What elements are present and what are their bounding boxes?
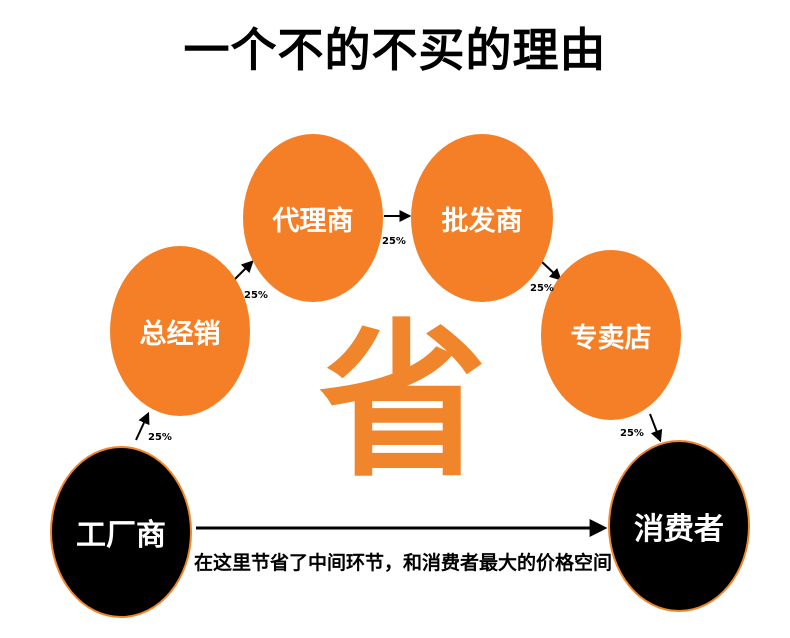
node-factory: 工厂商 [50,446,192,618]
arrow-store-to-consumer [649,413,663,443]
node-specialty-store-label: 专卖店 [570,322,652,354]
save-character: 省 [319,304,487,500]
node-factory-label: 工厂商 [76,518,166,553]
direct-channel-note: 在这里节省了中间环节，和消费者最大的价格空间 [194,552,613,574]
node-consumer: 消费者 [608,440,750,612]
markup-wholesaler-to-store: 25% [530,283,554,294]
node-consumer-label: 消费者 [634,512,724,547]
page-title: 一个不的不买的理由 [183,23,607,77]
node-wholesaler: 批发商 [411,134,553,302]
markup-agent-to-wholesaler: 25% [382,236,406,247]
node-wholesaler-label: 批发商 [441,205,523,237]
markup-general-to-agent: 25% [244,290,268,301]
node-specialty-store: 专卖店 [541,250,681,420]
markup-store-to-consumer: 25% [620,428,644,439]
node-general-distributor-label: 总经销 [139,318,221,350]
arrow-factory-to-general [135,411,150,441]
arrow-wholesaler-to-store [541,261,562,281]
node-agent-label: 代理商 [272,205,354,237]
markup-factory-to-general: 25% [148,432,172,443]
node-general-distributor: 总经销 [110,246,250,416]
node-agent: 代理商 [243,134,383,302]
